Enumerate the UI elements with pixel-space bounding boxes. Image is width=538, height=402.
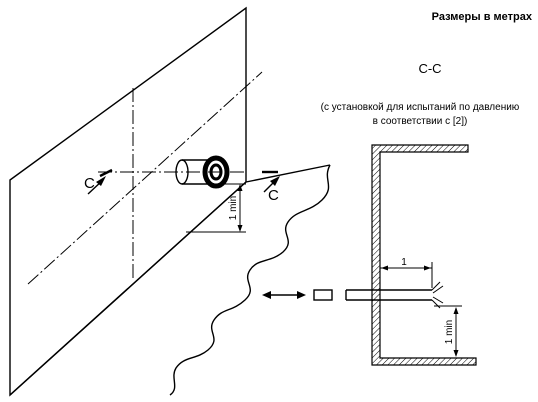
dimension-left-vertical — [186, 183, 246, 233]
floor-break-line — [169, 164, 331, 396]
cut-mark-left — [87, 168, 113, 195]
section-note-line1: (с установкой для испытаний по давлению — [321, 102, 520, 113]
cut-label-left: C — [84, 175, 95, 192]
section-view: С-С (с установкой для испытаний по давле… — [262, 61, 520, 366]
units-note: Размеры в метрах — [432, 11, 533, 23]
dimension-right-label: 1 min — [444, 320, 455, 344]
plug-element — [313, 289, 333, 301]
cut-label-right: C — [268, 187, 279, 204]
wall-section — [371, 144, 477, 366]
flange-ring — [202, 155, 230, 189]
dimension-horizontal-label: 1 — [401, 257, 407, 268]
section-pipe — [345, 289, 432, 301]
wall-floor-edge — [9, 181, 247, 396]
section-title: С-С — [418, 61, 441, 76]
wall-plate — [9, 6, 247, 397]
double-arrow — [262, 291, 306, 299]
cut-mark-right — [262, 170, 280, 193]
floor-back-edge — [245, 164, 331, 183]
nozzle-spray — [431, 281, 444, 309]
axis-line-diagonal — [27, 71, 263, 285]
dimension-right-vertical — [434, 305, 462, 357]
isometric-view: C C 1 min — [9, 6, 331, 397]
section-note-line2: в соответствии с [2]) — [373, 116, 468, 127]
dimension-horizontal — [380, 262, 433, 288]
dimension-left-label: 1 min — [228, 196, 239, 220]
